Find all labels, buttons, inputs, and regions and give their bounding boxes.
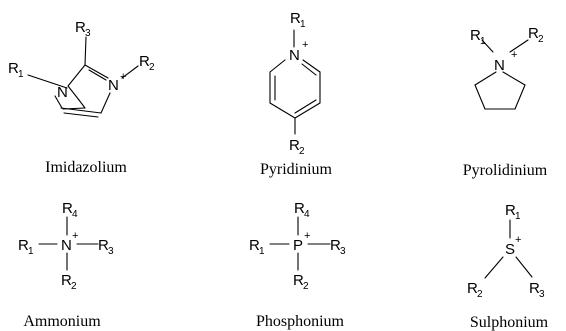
- bond: [63, 112, 99, 118]
- subscript: 2: [149, 62, 155, 73]
- substituent-r2: R: [467, 280, 478, 297]
- sulphonium-structure: S + R 1 R 2 R 3 Sulphonium: [467, 202, 549, 331]
- substituent-r1: R: [18, 237, 29, 254]
- subscript: 2: [538, 34, 544, 45]
- bond: [84, 36, 87, 66]
- bond: [67, 64, 86, 87]
- substituent-r3: R: [75, 19, 86, 36]
- subscript: 2: [71, 281, 77, 292]
- subscript: 3: [539, 289, 545, 300]
- substituent-r3: R: [529, 280, 540, 297]
- bond: [78, 99, 86, 109]
- substituent-r1: R: [8, 60, 19, 77]
- sulfur-atom: S: [505, 241, 515, 258]
- substituent-r1: R: [470, 27, 481, 44]
- nitrogen-atom: N: [57, 84, 68, 101]
- bond: [294, 99, 317, 114]
- subscript: 4: [304, 209, 310, 220]
- substituent-r2: R: [293, 272, 304, 289]
- subscript: 1: [28, 246, 34, 257]
- subscript: 1: [300, 19, 306, 30]
- caption: Pyrolidinium: [463, 162, 548, 179]
- bond: [269, 102, 296, 119]
- caption: Sulphonium: [470, 314, 549, 331]
- bond: [27, 74, 68, 89]
- substituent-r1: R: [290, 10, 301, 27]
- bond: [100, 92, 111, 114]
- nitrogen-atom: N: [289, 47, 300, 64]
- bond: [121, 65, 139, 79]
- charge-plus: +: [120, 71, 126, 83]
- nitrogen-atom: N: [494, 57, 505, 74]
- subscript: 1: [480, 36, 486, 47]
- phosphorus-atom: P: [293, 237, 303, 254]
- bond: [474, 84, 486, 110]
- substituent-r4: R: [62, 200, 73, 217]
- subscript: 3: [340, 246, 346, 257]
- substituent-r2: R: [289, 137, 300, 154]
- bond: [509, 39, 529, 53]
- bond: [502, 71, 526, 86]
- bond: [474, 71, 497, 86]
- charge-plus: +: [304, 230, 310, 242]
- bond: [514, 84, 526, 110]
- bond: [84, 64, 109, 79]
- caption: Pyridinium: [260, 161, 333, 178]
- substituent-r4: R: [294, 200, 305, 217]
- subscript: 2: [303, 281, 309, 292]
- bond: [484, 256, 504, 279]
- subscript: 3: [108, 246, 114, 257]
- bond: [294, 102, 321, 119]
- pyrolidinium-structure: N + R 1 R 2 Pyrolidinium: [463, 25, 548, 179]
- subscript: 4: [72, 209, 78, 220]
- substituent-r1: R: [249, 237, 260, 254]
- bond: [301, 63, 317, 76]
- substituent-r3: R: [330, 237, 341, 254]
- bond: [269, 59, 286, 73]
- bond: [481, 39, 494, 53]
- ammonium-structure: N + R 1 R 3 R 4 R 2 Ammonium: [18, 200, 114, 330]
- subscript: 1: [515, 211, 521, 222]
- substituent-r2: R: [61, 272, 72, 289]
- substituent-r1: R: [505, 202, 516, 219]
- caption: Phosphonium: [256, 313, 345, 330]
- substituent-r3: R: [98, 237, 109, 254]
- bond: [88, 69, 107, 81]
- substituent-r2: R: [139, 53, 150, 70]
- caption: Ammonium: [23, 313, 101, 330]
- subscript: 3: [85, 28, 91, 39]
- nitrogen-atom: N: [61, 237, 72, 254]
- caption: Imidazolium: [45, 159, 127, 176]
- charge-plus: +: [511, 49, 517, 61]
- subscript: 1: [18, 69, 24, 80]
- charge-plus: +: [302, 39, 308, 51]
- charge-plus: +: [72, 230, 78, 242]
- nitrogen-atom: N: [108, 77, 119, 94]
- subscript: 2: [477, 289, 483, 300]
- imidazolium-structure: N N + R 1 R 3 R 2 Imidazolium: [8, 19, 155, 176]
- bond: [54, 95, 63, 109]
- phosphonium-structure: P + R 1 R 3 R 4 R 2 Phosphonium: [249, 200, 346, 330]
- bond: [515, 256, 533, 278]
- charge-plus: +: [515, 234, 521, 246]
- pyridinium-structure: N + R 1 R 2 Pyridinium: [260, 10, 333, 178]
- bond: [67, 85, 80, 101]
- bond: [302, 59, 321, 73]
- subscript: 2: [299, 146, 305, 157]
- subscript: 1: [259, 246, 265, 257]
- bond: [60, 107, 102, 114]
- substituent-r2: R: [528, 25, 539, 42]
